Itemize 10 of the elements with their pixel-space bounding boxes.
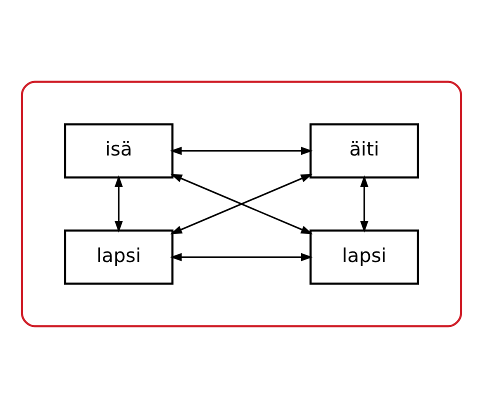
arrow — [170, 252, 312, 261]
arrow — [170, 146, 312, 154]
node-box: lapsi — [63, 229, 173, 284]
arrow — [114, 174, 122, 232]
arrow — [360, 174, 368, 232]
node-box: lapsi — [309, 229, 419, 284]
node-box: äiti — [309, 122, 419, 178]
node-box: isä — [63, 122, 173, 178]
cluster — [20, 80, 462, 327]
arrow — [170, 173, 312, 234]
